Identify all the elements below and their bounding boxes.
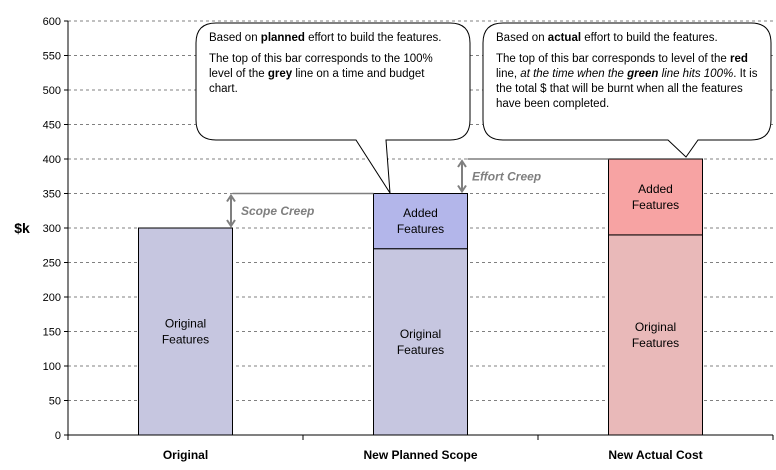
y-tick-label: 300 xyxy=(43,223,61,235)
callout-paragraph: Based on planned effort to build the fea… xyxy=(209,31,454,46)
y-tick-label: 100 xyxy=(43,361,61,373)
callout-text-run: actual xyxy=(547,32,582,44)
callout-text-run: Based on xyxy=(209,32,261,44)
y-tick-label: 600 xyxy=(43,16,61,28)
y-tick-label: 50 xyxy=(49,396,61,408)
y-tick-label: 200 xyxy=(43,292,61,304)
callout-text-run: The top of this bar corresponds to the 1… xyxy=(209,53,433,80)
bar-segment-label: Original xyxy=(635,320,676,334)
callout-paragraph: Based on actual effort to build the feat… xyxy=(496,31,761,46)
y-axis-label: $k xyxy=(14,220,30,236)
x-tick-label: New Actual Cost xyxy=(608,448,702,462)
planned-effort-callout-text: Based on planned effort to build the fea… xyxy=(209,31,454,103)
bar-segment-label: Added xyxy=(403,206,438,220)
creep-arrow-head-up xyxy=(457,159,467,168)
y-tick-label: 500 xyxy=(43,85,61,97)
callout-text-run: effort to build the features. xyxy=(304,32,442,44)
creep-label: Scope Creep xyxy=(241,204,314,218)
y-tick-label: 400 xyxy=(43,154,61,166)
callout-text-run: The top of this bar corresponds to level… xyxy=(496,53,730,65)
bar-segment xyxy=(608,158,703,236)
callout-text-run: red xyxy=(729,53,748,65)
callout-text-run: line, xyxy=(496,68,521,80)
callout-text-run: at the time when the xyxy=(520,68,628,80)
actual-effort-callout-text: Based on actual effort to build the feat… xyxy=(496,31,761,118)
callout-text-run: line hits 100% xyxy=(658,68,734,80)
callout-text-run: line on a time and budget chart. xyxy=(209,68,425,95)
callout-text-run: . It is the total $ that will be burnt w… xyxy=(496,68,758,110)
creep-arrow-head-up xyxy=(226,193,236,203)
callout-text-run: Based on xyxy=(496,32,548,44)
bar-segment-label: Original xyxy=(400,327,441,341)
callout-text-run: green xyxy=(627,68,659,80)
x-tick-label: Original xyxy=(163,448,208,462)
callout-balloon xyxy=(482,22,772,158)
y-tick-label: 250 xyxy=(43,258,61,270)
bar-segment xyxy=(373,193,468,250)
bar-segment xyxy=(608,234,703,436)
callout-text-run: planned xyxy=(260,32,305,44)
x-tick-label: New Planned Scope xyxy=(363,448,477,462)
callout-text-run: effort to build the features. xyxy=(581,32,718,44)
callout-paragraph: The top of this bar corresponds to the 1… xyxy=(209,52,454,97)
bar-segment-label: Features xyxy=(162,333,209,347)
bar-segment-label: Features xyxy=(397,343,444,357)
y-tick-label: 450 xyxy=(43,120,61,132)
bar-segment-label: Features xyxy=(632,336,679,350)
bar-segment-label: Features xyxy=(632,198,679,212)
bar-segment-label: Added xyxy=(638,182,673,196)
callout-paragraph: The top of this bar corresponds to level… xyxy=(496,52,761,112)
y-tick-label: 350 xyxy=(43,189,61,201)
bar-segment xyxy=(138,227,233,436)
callout-text-run: grey xyxy=(267,68,293,80)
creep-label: Effort Creep xyxy=(472,169,541,183)
callout-balloon xyxy=(195,22,471,194)
y-tick-label: 550 xyxy=(43,51,61,63)
y-tick-label: 0 xyxy=(55,430,61,442)
creep-arrow-head-down xyxy=(226,219,236,228)
bar-segment-label: Features xyxy=(397,222,444,236)
y-tick-label: 150 xyxy=(43,327,61,339)
bar-segment-label: Original xyxy=(165,317,206,331)
creep-arrow-head-down xyxy=(457,184,467,194)
bar-segment xyxy=(373,248,468,436)
